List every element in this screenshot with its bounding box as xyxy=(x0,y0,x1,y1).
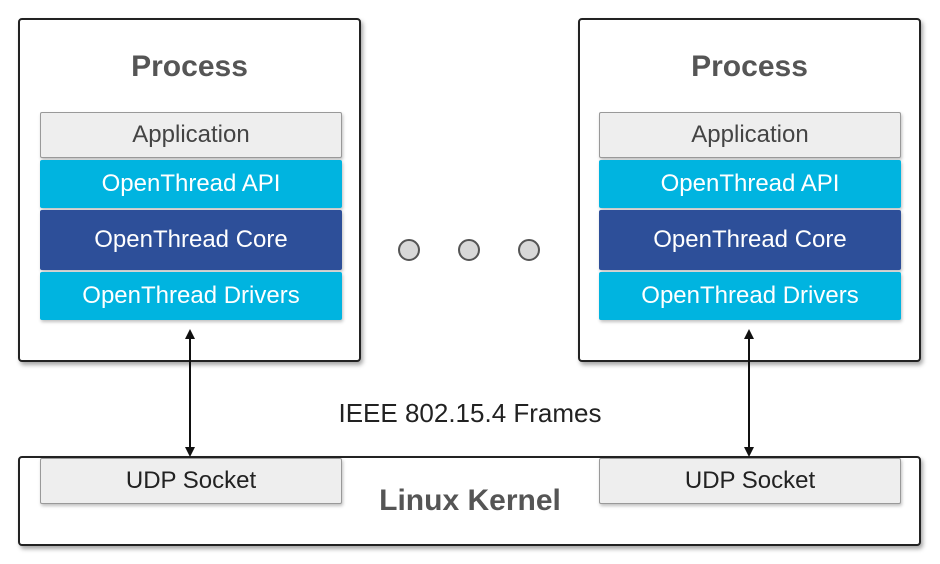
openthread-drivers-layer-left: OpenThread Drivers xyxy=(40,272,342,320)
process-title-left: Process xyxy=(131,50,248,83)
udp-socket-right: UDP Socket xyxy=(599,458,901,504)
ellipsis-dot-2 xyxy=(458,239,480,261)
openthread-api-layer-left: OpenThread API xyxy=(40,160,342,208)
openthread-api-layer-right: OpenThread API xyxy=(599,160,901,208)
ellipsis-dot-1 xyxy=(398,239,420,261)
ieee-frames-label: IEEE 802.15.4 Frames xyxy=(338,398,602,428)
openthread-core-layer-right: OpenThread Core xyxy=(599,210,901,270)
linux-kernel-label: Linux Kernel xyxy=(379,484,561,517)
ellipsis-dot-3 xyxy=(518,239,540,261)
udp-socket-left: UDP Socket xyxy=(40,458,342,504)
openthread-core-layer-left: OpenThread Core xyxy=(40,210,342,270)
openthread-drivers-layer-right: OpenThread Drivers xyxy=(599,272,901,320)
application-layer-right: Application xyxy=(599,112,901,158)
process-title-right: Process xyxy=(691,50,808,83)
application-layer-left: Application xyxy=(40,112,342,158)
